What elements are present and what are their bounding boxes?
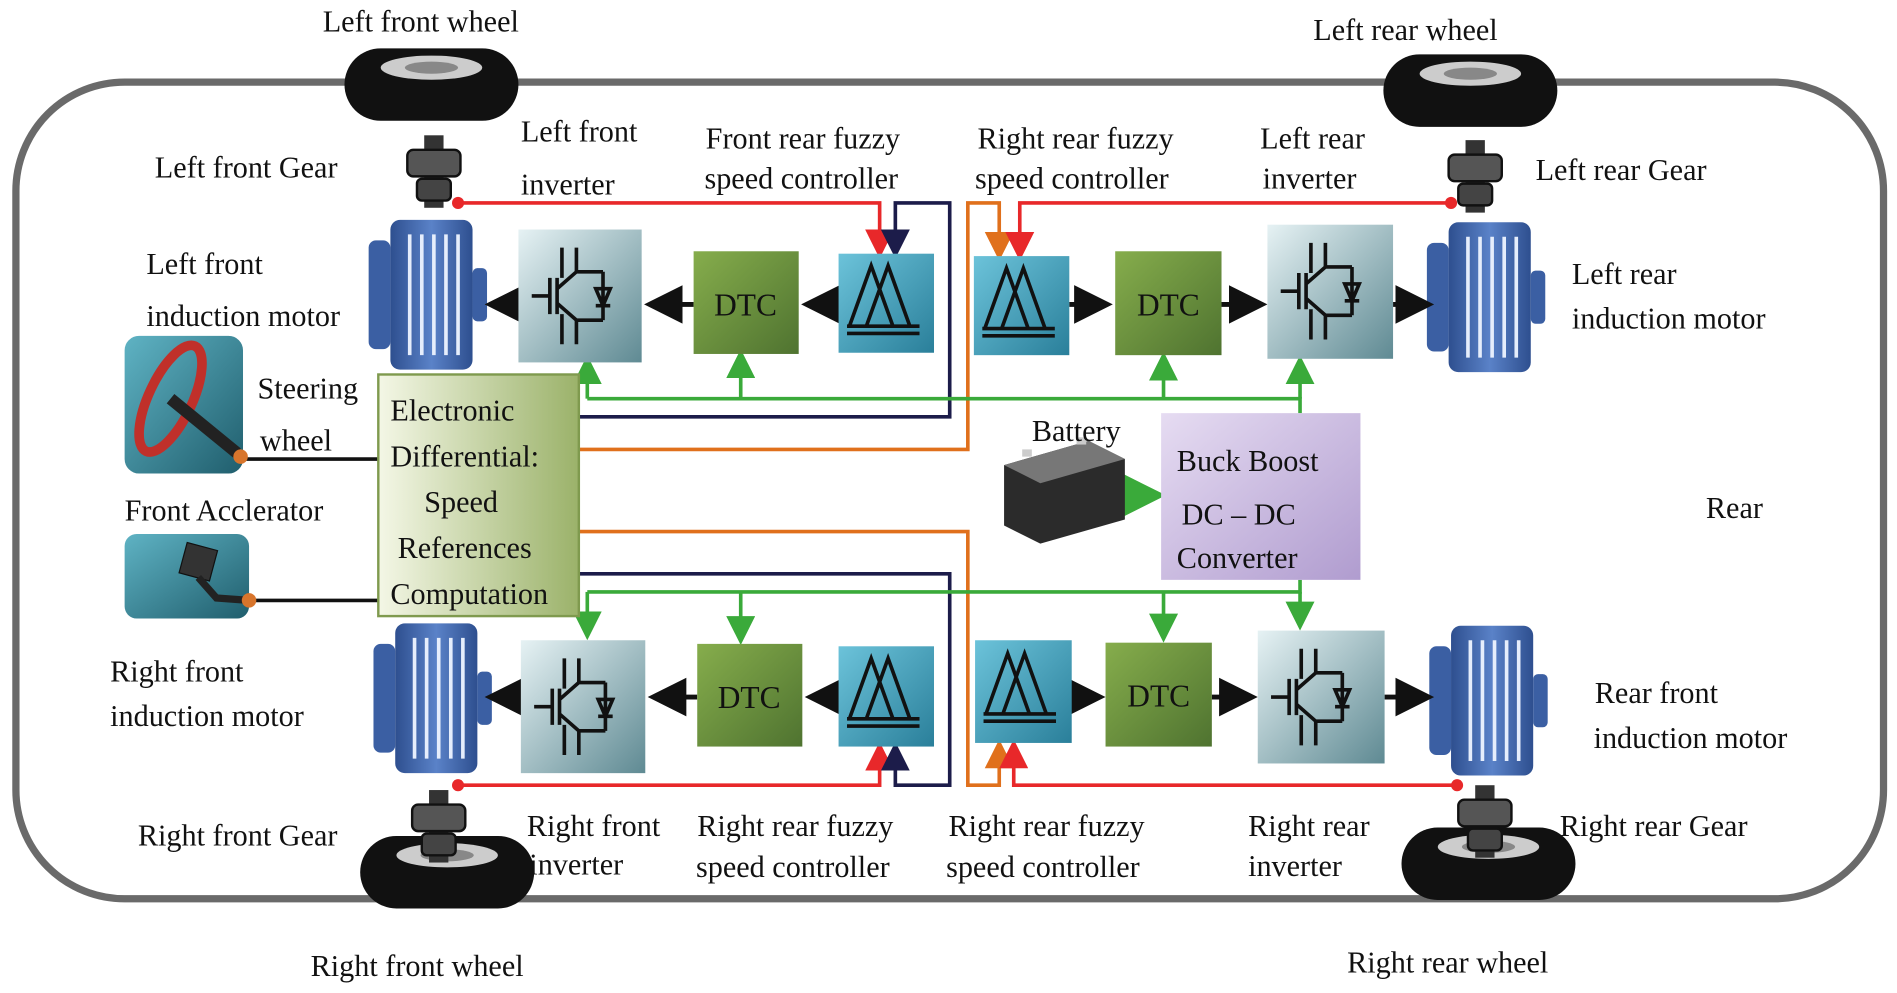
- converter-line: Converter: [1177, 541, 1298, 575]
- front-rear-fuzzy-label: Front rear fuzzy: [706, 122, 900, 156]
- right-rear-fuzzy-bottom-right-label: speed controller: [946, 850, 1140, 884]
- right-rear-fuzzy-bottom-right-label: Right rear fuzzy: [949, 809, 1145, 843]
- labels: Left front wheel Left rear wheel Right f…: [110, 4, 1787, 983]
- left-front-wheel-label: Left front wheel: [323, 4, 519, 38]
- front-rear-fuzzy-label: speed controller: [704, 161, 898, 195]
- ed-line: Speed: [424, 485, 498, 519]
- left-rear-inverter-label: inverter: [1263, 161, 1357, 195]
- rear-front-motor-icon: [1427, 623, 1550, 778]
- left-rear-wheel-label: Left rear wheel: [1313, 13, 1497, 47]
- rear-front-motor-label: Rear front: [1595, 676, 1719, 710]
- steering-label: wheel: [260, 424, 332, 458]
- ed-line: References: [398, 531, 532, 565]
- rear-front-motor-label: induction motor: [1594, 721, 1788, 755]
- left-front-speed-feedback-wire: [458, 201, 895, 259]
- right-front-gear-label: Right front Gear: [138, 819, 338, 853]
- right-front-inverter-label: Right front: [527, 809, 661, 843]
- left-rear-inverter-label: Left rear: [1260, 122, 1365, 156]
- battery-icon: [1004, 437, 1125, 544]
- left-front-motor-label: induction motor: [146, 299, 340, 333]
- right-rear-wheel-label: Right rear wheel: [1347, 945, 1548, 979]
- electronic-differential-block: Electronic Differential: Speed Reference…: [377, 373, 581, 618]
- dtc-label: DTC: [1127, 679, 1190, 714]
- right-rear-inverter-block: [1257, 630, 1385, 764]
- dtc-label: DTC: [718, 680, 781, 715]
- left-front-inverter-label: inverter: [521, 167, 615, 201]
- right-front-fuzzy-block: [838, 646, 935, 747]
- right-front-wheel-label: Right front wheel: [311, 949, 524, 983]
- left-front-inverter-label: Left front: [521, 114, 638, 148]
- ed-line: Computation: [390, 577, 548, 611]
- buck-boost-converter-block: Buck Boost DC – DC Converter: [1161, 413, 1361, 580]
- left-rear-dtc-block: DTC: [1115, 251, 1222, 356]
- left-rear-gear-label: Left rear Gear: [1536, 153, 1707, 187]
- dtc-label: DTC: [714, 287, 777, 322]
- right-rear-fuzzy-top-label: Right rear fuzzy: [977, 122, 1173, 156]
- battery-label: Battery: [1032, 414, 1121, 448]
- right-rear-inverter-label: inverter: [1248, 849, 1342, 883]
- right-rear-dtc-block: DTC: [1105, 642, 1212, 747]
- converter-line: Buck Boost: [1177, 444, 1319, 478]
- right-front-inverter-block: [520, 640, 646, 774]
- left-rear-wheel-icon: [1383, 54, 1558, 127]
- left-front-gear-label: Left front Gear: [155, 151, 338, 185]
- front-accelerator-label: Front Acclerator: [125, 494, 324, 528]
- left-rear-inverter-block: [1267, 224, 1394, 359]
- left-rear-motor-label: Left rear: [1572, 257, 1677, 291]
- left-front-dtc-block: DTC: [693, 251, 799, 354]
- left-front-fuzzy-block: [838, 253, 935, 353]
- right-front-motor-label: Right front: [110, 654, 244, 688]
- ed-line: Electronic: [390, 393, 514, 427]
- left-rear-motor-label: induction motor: [1572, 302, 1766, 336]
- converter-line: DC – DC: [1182, 497, 1296, 531]
- left-front-inverter-block: [518, 229, 642, 363]
- left-front-wheel-icon: [344, 48, 519, 121]
- right-front-reference-wire: [578, 572, 952, 788]
- accelerator-pedal-icon: [124, 533, 257, 619]
- right-rear-fuzzy-block: [975, 640, 1072, 743]
- dtc-label: DTC: [1137, 287, 1200, 322]
- right-rear-inverter-label: Right rear: [1248, 809, 1370, 843]
- left-front-motor-icon: [366, 218, 489, 372]
- right-front-motor-icon: [371, 621, 494, 775]
- left-front-motor-label: Left front: [146, 247, 263, 281]
- right-rear-fuzzy-top-label: speed controller: [975, 161, 1169, 195]
- rear-label: Rear: [1706, 491, 1763, 525]
- right-rear-fuzzy-bottom-left-label: speed controller: [696, 850, 890, 884]
- left-rear-motor-icon: [1425, 220, 1548, 374]
- ed-line: Differential:: [390, 439, 539, 473]
- steering-wheel-icon: [124, 335, 248, 474]
- right-rear-fuzzy-bottom-left-label: Right rear fuzzy: [697, 809, 893, 843]
- right-front-inverter-label: inverter: [529, 848, 623, 882]
- right-rear-speed-feedback-wire: [999, 739, 1458, 788]
- left-rear-fuzzy-block: [973, 256, 1070, 356]
- steering-label: Steering: [258, 372, 359, 406]
- right-front-dtc-block: DTC: [697, 643, 803, 747]
- left-rear-steering-wire: [578, 201, 1014, 452]
- right-front-speed-feedback-wire: [458, 741, 895, 788]
- right-rear-gear-label: Right rear Gear: [1560, 809, 1748, 843]
- left-rear-speed-feedback-wire: [1005, 201, 1452, 261]
- right-rear-steering-wire: [578, 529, 1014, 788]
- right-front-motor-label: induction motor: [110, 699, 304, 733]
- left-front-reference-wire: [578, 201, 952, 419]
